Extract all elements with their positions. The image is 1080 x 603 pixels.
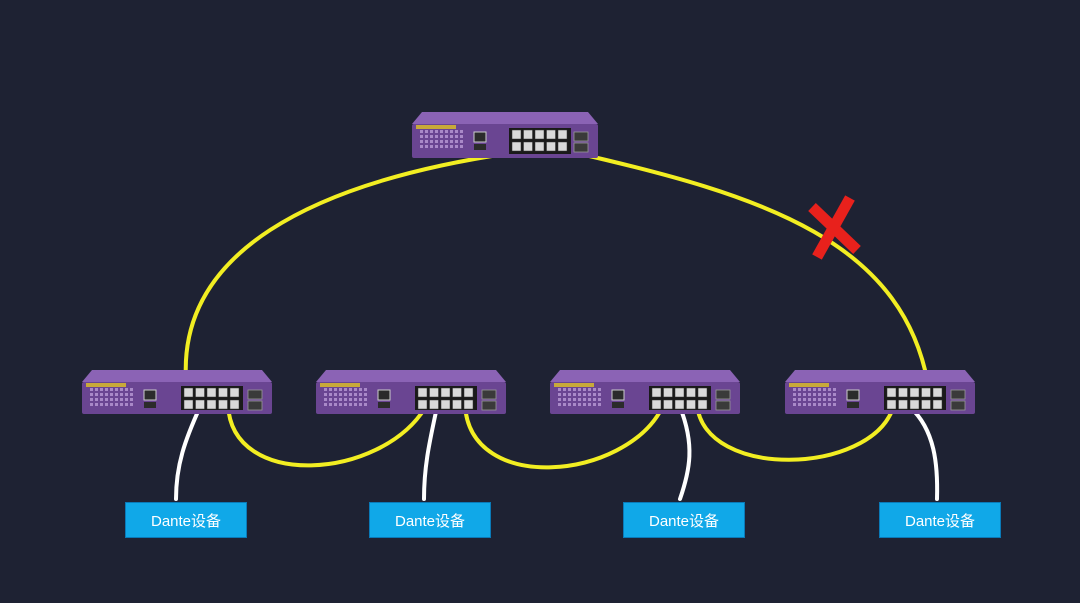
network-switch-icon (785, 370, 975, 414)
device-cables (174, 405, 940, 501)
link-core-sw1 (183, 150, 520, 400)
network-switch-icon (82, 370, 272, 414)
ring-cables (183, 150, 932, 470)
switches (82, 112, 975, 414)
network-switch-icon (316, 370, 506, 414)
dante-device-label-1: Dante设备 (125, 502, 247, 538)
link-sw1-sw2 (226, 403, 427, 468)
red-x-icon (808, 195, 861, 260)
link-sw2-sw3 (463, 403, 664, 470)
link-core-sw4 (570, 150, 932, 399)
network-switch-icon (550, 370, 740, 414)
cable-sw4-device (908, 405, 940, 501)
link-sw3-sw4 (695, 403, 895, 462)
dante-device-label-4: Dante设备 (879, 502, 1001, 538)
dante-device-label-2: Dante设备 (369, 502, 491, 538)
cable-sw2-device (422, 405, 439, 501)
dante-device-label-3: Dante设备 (623, 502, 745, 538)
network-switch-icon (412, 112, 598, 158)
cable-sw1-device (174, 405, 202, 501)
cable-sw3-device (678, 405, 692, 501)
